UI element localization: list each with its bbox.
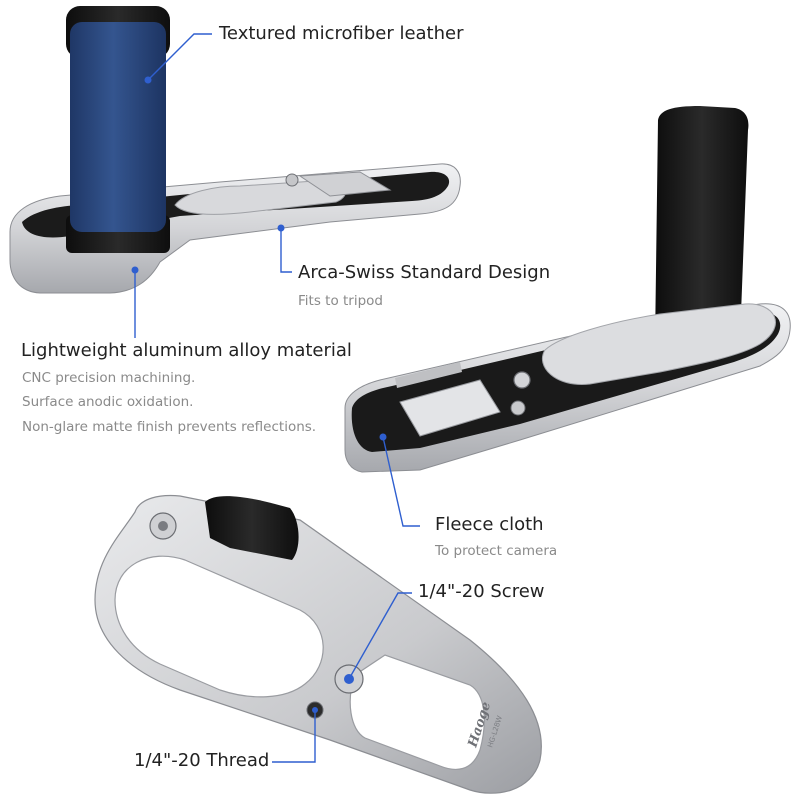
arca-callout-title: Arca-Swiss Standard Design xyxy=(298,262,551,283)
fleece-pointer-dot xyxy=(379,433,387,441)
alloy-callout-note: Surface anodic oxidation. xyxy=(22,394,194,410)
arca-pointer-dot xyxy=(277,224,285,232)
screw-callout-title: 1/4"-20 Screw xyxy=(418,581,545,602)
thread-pointer-line xyxy=(272,710,316,763)
grip-plate-underside: Haoge HG-L28W xyxy=(94,494,542,794)
fleece-callout-note: To protect camera xyxy=(435,543,558,559)
black-grip-underside xyxy=(205,496,299,560)
arca-slot xyxy=(399,379,501,437)
fleece-callout-title: Fleece cloth xyxy=(435,514,544,535)
thread-callout-title: 1/4"-20 Thread xyxy=(134,750,270,771)
fleece-pointer-line xyxy=(382,436,420,527)
grip-plate-silver xyxy=(344,106,791,473)
leather-pointer-dot xyxy=(144,76,152,84)
grip-plate-blue xyxy=(9,6,461,294)
hex-socket xyxy=(158,521,168,531)
alloy-callout-note: Non-glare matte finish prevents reflecti… xyxy=(22,419,317,435)
arca-pointer-line xyxy=(280,228,292,273)
callout-lines xyxy=(134,33,420,763)
tripod-screw-secondary xyxy=(510,400,526,416)
rail-cutout xyxy=(298,171,392,197)
screw-pointer-line xyxy=(348,592,412,680)
tripod-screw xyxy=(513,371,531,389)
leather-callout-title: Textured microfiber leather xyxy=(219,23,464,44)
callout-dots xyxy=(131,76,387,441)
leather-pointer-line xyxy=(147,33,212,81)
alloy-pointer-dot xyxy=(131,266,139,274)
large-cutout xyxy=(114,555,324,698)
arca-callout-note: Fits to tripod xyxy=(298,293,383,309)
leather-panel xyxy=(70,22,166,232)
square-cutout xyxy=(349,654,485,770)
black-grip xyxy=(655,106,749,345)
alloy-callout-title: Lightweight aluminum alloy material xyxy=(21,340,352,361)
side-rail xyxy=(395,362,462,388)
tripod-screw xyxy=(285,173,299,187)
alloy-callout-note: CNC precision machining. xyxy=(22,370,196,386)
plate-opening xyxy=(541,303,776,385)
